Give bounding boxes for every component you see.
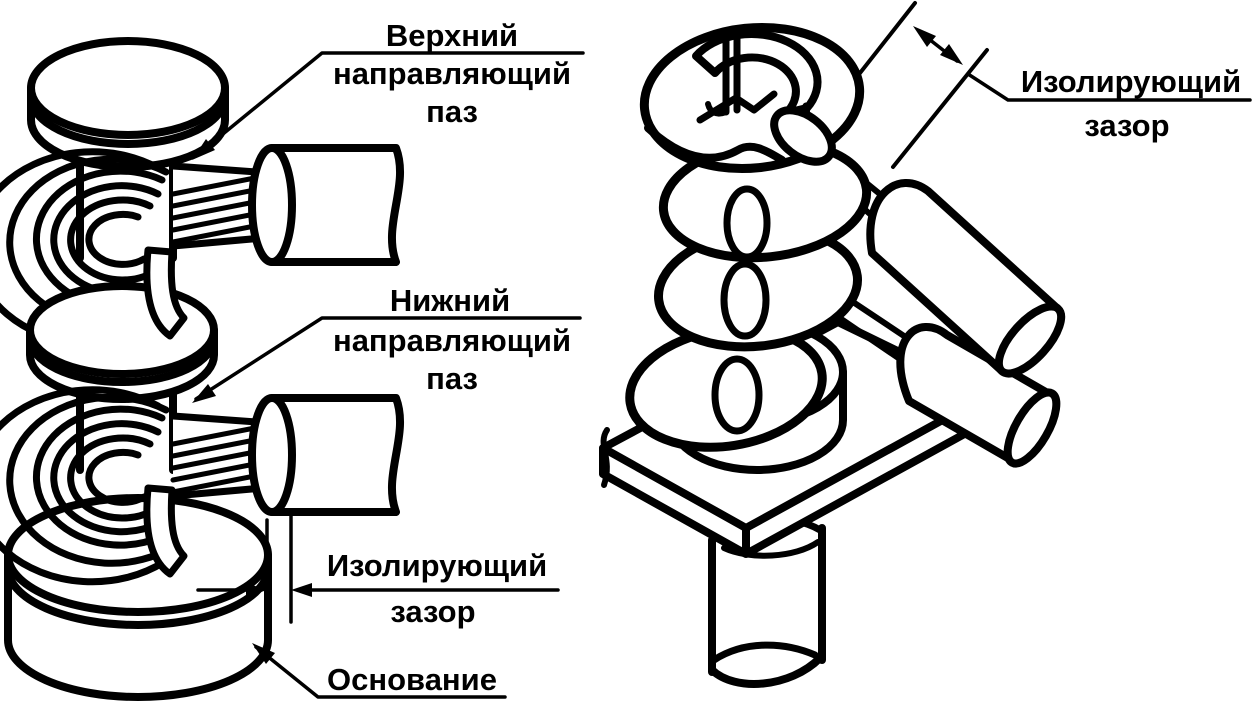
right-gap-label-line2: зазор — [1084, 108, 1169, 143]
lower-groove-leader — [192, 316, 582, 403]
upper-groove-leader — [192, 51, 585, 160]
sleeve-end-cap — [248, 394, 296, 516]
upper-insulation-sleeve — [248, 144, 404, 266]
wire-wrap-arc — [67, 434, 161, 522]
wire-wrap-arc — [50, 420, 168, 536]
lower-wire-wrap — [0, 386, 178, 586]
cap-wire-lens — [770, 106, 836, 166]
leader-line — [254, 645, 507, 699]
arrowhead-icon — [252, 643, 275, 664]
upper-wire-end — [143, 246, 188, 340]
cap-front-rim — [644, 124, 786, 164]
sleeve-fill — [870, 182, 1058, 371]
wire-wrap-arc — [85, 448, 148, 506]
middle-flange-face — [26, 282, 218, 378]
arrowhead-icon — [913, 26, 936, 47]
leader-line — [966, 72, 1252, 102]
base-label: Основание — [327, 662, 497, 697]
sleeve-body — [268, 144, 404, 266]
upper-groove-label-line2: направляющий — [333, 56, 571, 91]
arrowhead-icon — [192, 384, 216, 403]
upper-wire-sleeve — [866, 178, 1066, 378]
arrowhead-icon — [940, 44, 963, 65]
wire-wrap-arc — [6, 393, 178, 567]
arrowhead-icon — [192, 139, 215, 160]
extension-line — [891, 48, 989, 169]
strand-hatching — [170, 419, 288, 495]
pipe-sides — [708, 524, 826, 676]
lower-wire-end — [143, 484, 188, 578]
leader-line — [194, 51, 585, 158]
lower-insulation-sleeve — [248, 394, 404, 516]
slotted-cap — [639, 22, 865, 174]
left-gap-dimension — [196, 512, 560, 624]
arrowhead-icon — [246, 583, 267, 597]
strand-hatching — [170, 169, 288, 245]
wire-wrap-arc — [67, 196, 161, 284]
pipe-fill — [712, 522, 822, 682]
sleeve-body — [268, 394, 404, 516]
pipe-opening — [721, 539, 821, 559]
top-cap-rim — [27, 93, 229, 148]
right-gap-label-line1: Изолирующий — [1021, 64, 1241, 99]
wire-wrap-arc — [0, 386, 168, 586]
sleeve-end-cap — [994, 302, 1066, 378]
middle-flange-rim — [26, 334, 218, 386]
cap-notch — [696, 90, 778, 124]
lower-wire-sleeve — [896, 323, 1061, 468]
left-insulator-view: Верхний направляющий паз Нижний направля… — [0, 18, 585, 701]
neck-lens-top — [723, 185, 771, 261]
left-gap-label-line2: зазор — [390, 594, 475, 629]
leader-line — [194, 316, 582, 401]
lower-groove-label-line3: паз — [426, 361, 478, 396]
arrowhead-icon — [291, 583, 312, 597]
upper-groove-label-line1: Верхний — [386, 18, 518, 53]
lower-groove-label-line2: направляющий — [333, 323, 571, 358]
lower-groove-label-line1: Нижний — [390, 283, 510, 318]
sleeve-end-cap — [1003, 388, 1061, 468]
upper-groove-label-line3: паз — [426, 94, 478, 129]
sleeve-edges — [866, 178, 1062, 375]
right-insulator-view: Изолирующий зазор — [599, 1, 1252, 688]
left-gap-label-line1: Изолирующий — [327, 548, 547, 583]
neck-lens-middle — [720, 260, 770, 340]
wire-wrap-arc — [85, 210, 148, 268]
base-leader — [252, 643, 507, 699]
pipe-bottom-lip — [710, 641, 819, 664]
extension-line — [858, 1, 917, 75]
neck-lens-bottom — [711, 355, 763, 435]
plate-break-line — [600, 427, 610, 488]
right-gap-dimension — [858, 1, 1252, 169]
sleeve-end-cap — [248, 144, 296, 266]
wire-wrap-arc — [32, 405, 174, 549]
pipe-bottom — [708, 654, 824, 688]
top-cap-face — [27, 37, 229, 139]
